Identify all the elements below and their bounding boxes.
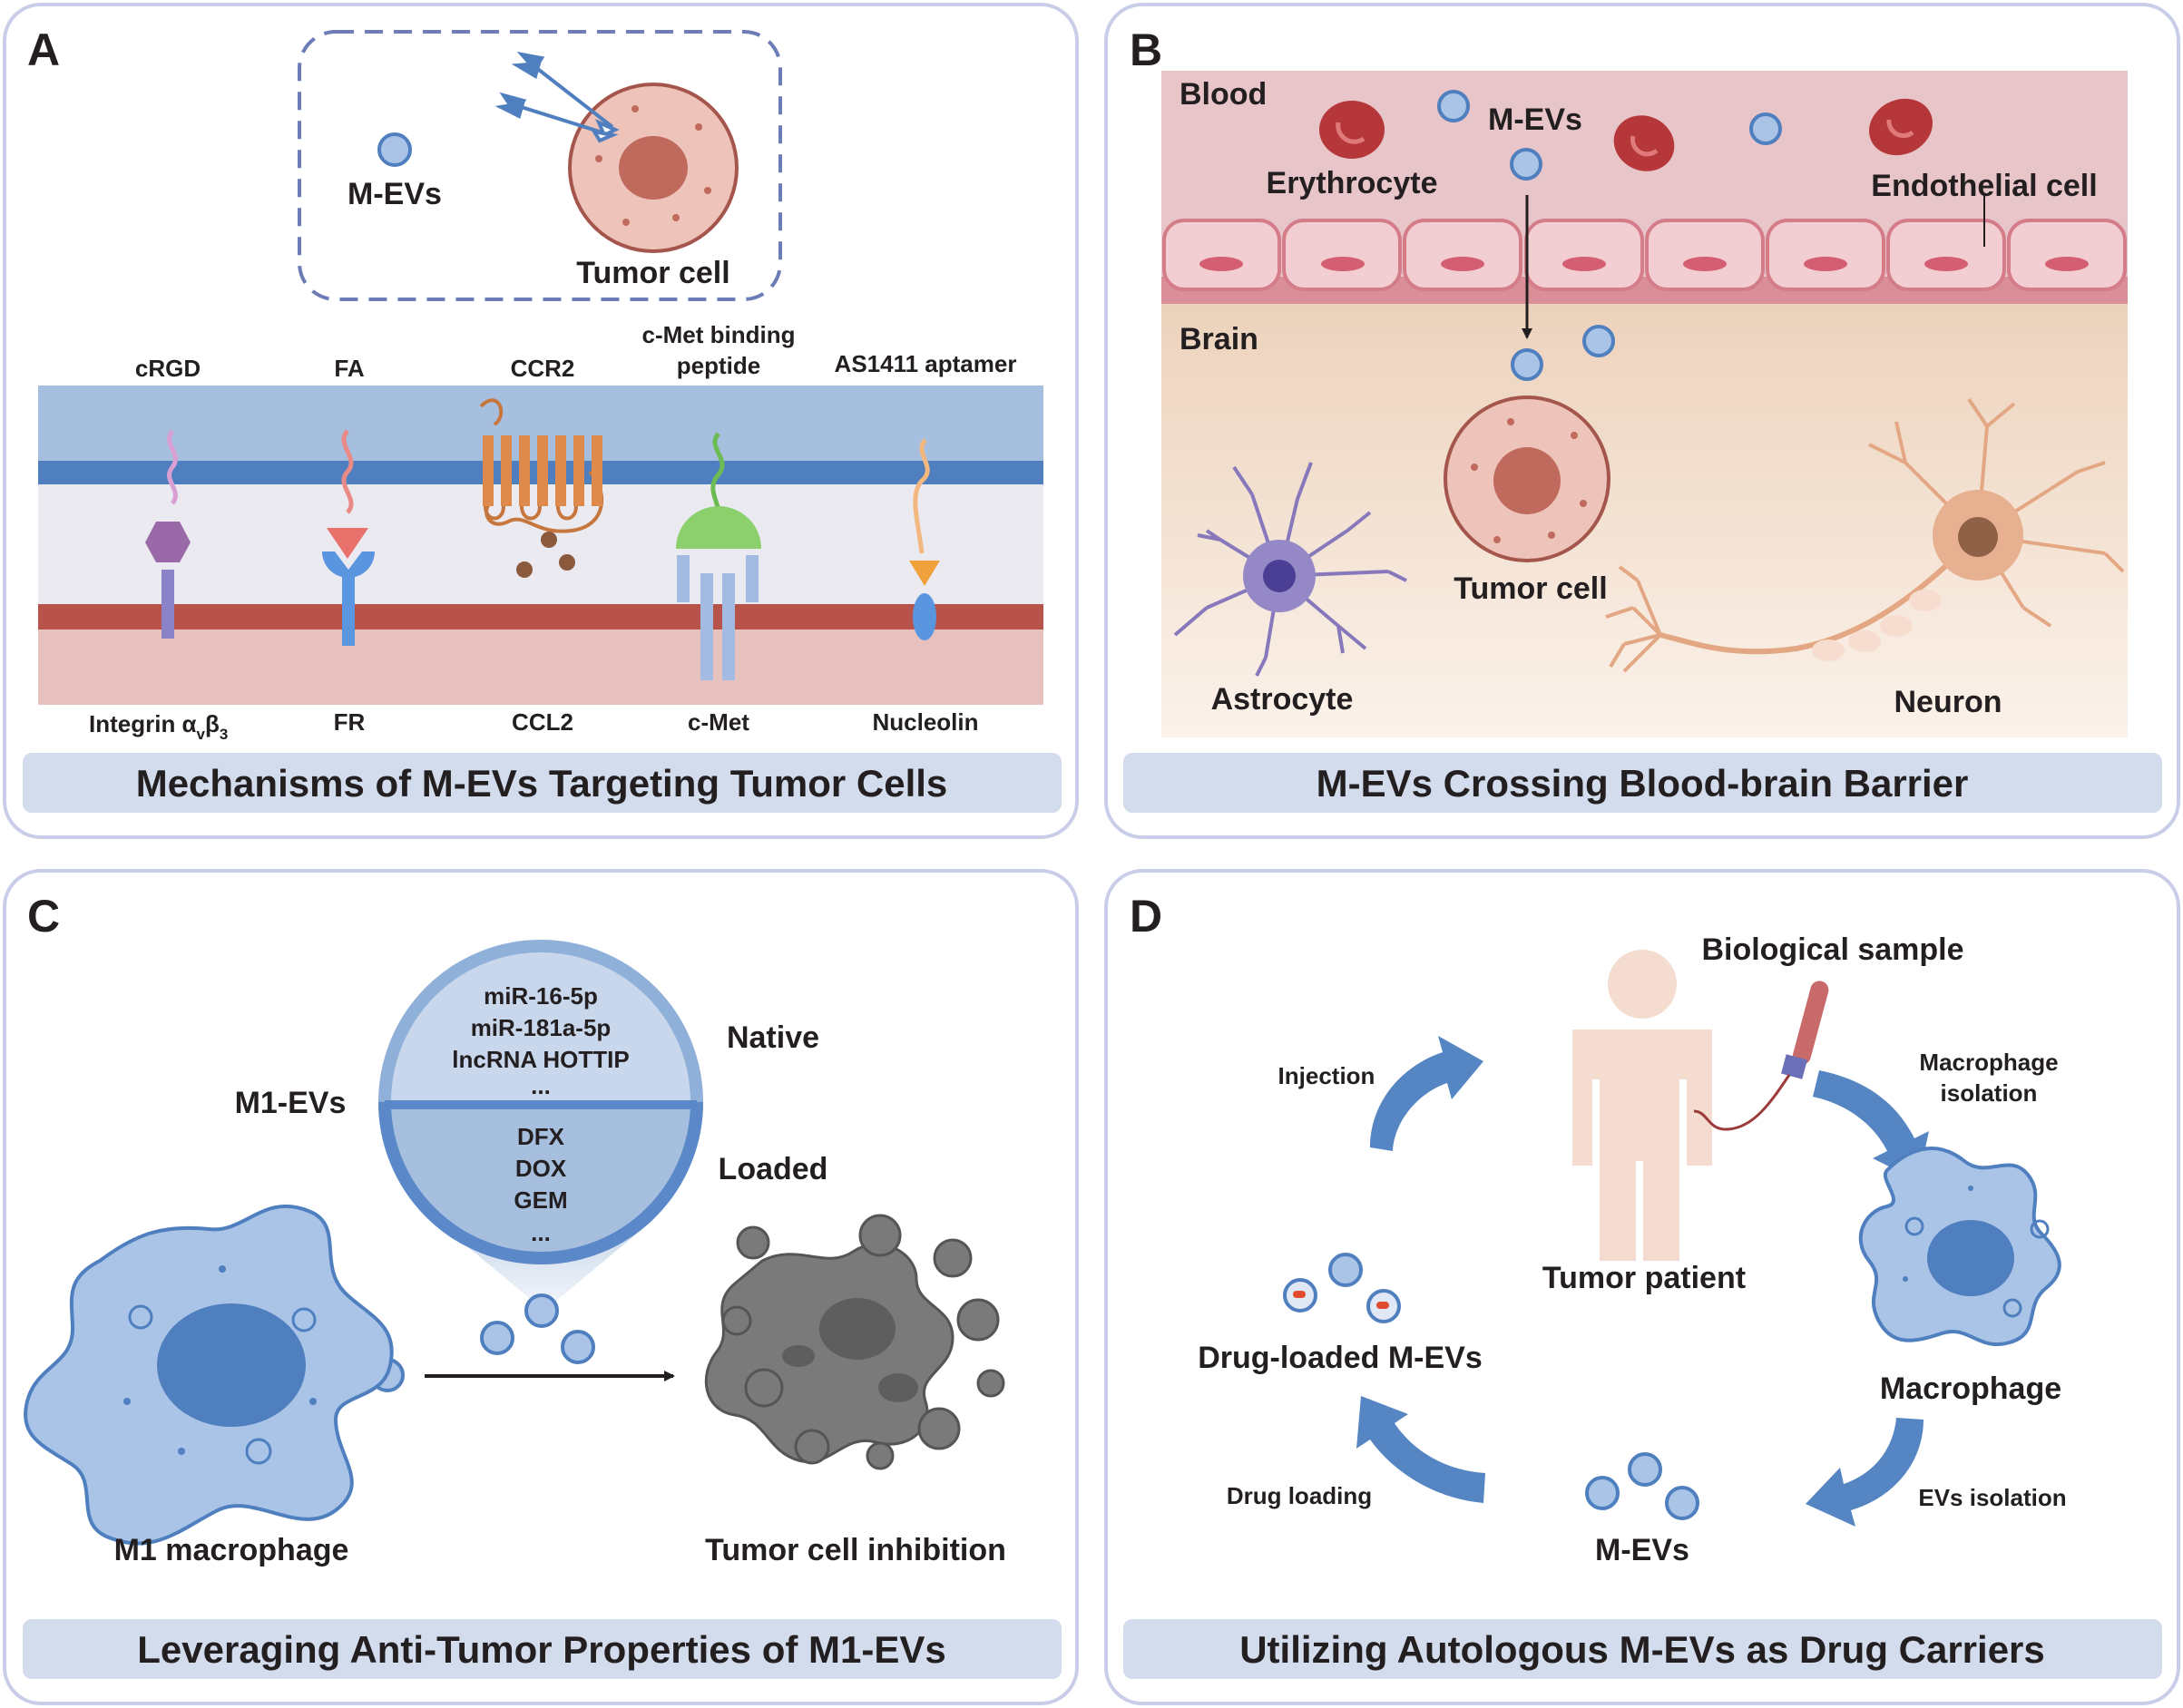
panel-c-title: Leveraging Anti-Tumor Properties of M1-E…: [137, 1628, 945, 1671]
label-peptide: peptide: [677, 352, 760, 379]
ccl2-ligands: [516, 532, 575, 578]
tumor-cell: [568, 83, 739, 253]
label-blood: Blood: [1180, 77, 1267, 112]
membrane-diagram: [38, 386, 1043, 705]
endothelial-nuclei: [1199, 257, 2089, 271]
label-ccl2: CCL2: [512, 708, 573, 736]
label-drug-loaded: Drug-loaded M-EVs: [1198, 1341, 1483, 1375]
label-b-tumor-cell: Tumor cell: [1454, 571, 1607, 606]
label-crgd: cRGD: [135, 355, 201, 382]
label-brain: Brain: [1180, 322, 1258, 356]
integrin-receptor: [145, 429, 191, 639]
loaded-item-3: GEM: [514, 1186, 567, 1214]
drug-loaded-evs: [1283, 1253, 1401, 1323]
loaded-item-1: DFX: [517, 1123, 565, 1150]
tumor-patient-icon: [1572, 950, 1712, 1261]
panel-c-letter: C: [27, 891, 60, 942]
endothelial-layer: [1162, 219, 2127, 291]
panel-d: D Biological sample Tumor patient Inject…: [1104, 869, 2180, 1705]
native-item-1: miR-16-5p: [484, 982, 598, 1010]
label-ccr2: CCR2: [511, 355, 575, 382]
m-ev-particle: [377, 132, 412, 167]
folate-receptor: [322, 429, 375, 646]
panel-d-frame: [1104, 869, 2180, 1705]
label-astrocyte: Astrocyte: [1211, 682, 1354, 717]
native-item-2: miR-181a-5p: [471, 1014, 612, 1041]
panel-b-title: M-EVs Crossing Blood-brain Barrier: [1317, 762, 1969, 805]
label-native: Native: [727, 1020, 819, 1055]
label-as1411: AS1411 aptamer: [835, 350, 1017, 377]
nucleolin-receptor: [909, 438, 940, 640]
panel-a: A M-EVs Tumor cell cRGD FA CCR2 c-Met bi…: [3, 3, 1079, 839]
label-b-m-evs: M-EVs: [1488, 102, 1582, 137]
panel-c: C miR-16-5p miR-181a-5p lncRNA HOTTIP ..…: [3, 869, 1079, 1705]
label-d-m-evs: M-EVs: [1595, 1533, 1689, 1567]
panel-b: B Blood M-EVs Erythrocyte: [1104, 3, 2180, 839]
panel-b-letter: B: [1130, 24, 1162, 75]
label-evs-isolation: EVs isolation: [1918, 1484, 2066, 1511]
label-erythrocyte: Erythrocyte: [1267, 166, 1438, 200]
label-cmet: c-Met: [688, 708, 749, 736]
label-loaded: Loaded: [719, 1152, 828, 1186]
dashed-callout-box: [298, 30, 782, 301]
label-m1-macrophage: M1 macrophage: [114, 1533, 349, 1567]
native-item-4: ...: [531, 1072, 551, 1099]
panel-d-title: Utilizing Autologous M-EVs as Drug Carri…: [1239, 1628, 2045, 1671]
blood-m-evs: [1437, 90, 1782, 381]
label-tumor-patient: Tumor patient: [1542, 1261, 1746, 1295]
panel-a-title-bar: [23, 753, 1062, 813]
label-nucleolin: Nucleolin: [872, 708, 978, 736]
native-item-3: lncRNA HOTTIP: [452, 1046, 629, 1073]
cmet-receptor: [676, 432, 761, 680]
label-biological-sample: Biological sample: [1701, 932, 1963, 967]
label-mac-isolation-2: isolation: [1941, 1079, 2038, 1107]
m1-macrophage-icon: [24, 1204, 394, 1546]
brain-tumor-cell: [1444, 395, 1610, 562]
label-mac-isolation-1: Macrophage: [1919, 1049, 2058, 1076]
erythrocytes: [1319, 98, 1933, 171]
cycle-arrows: [1356, 1036, 1929, 1527]
panel-c-title-bar: [23, 1619, 1062, 1679]
label-d-macrophage: Macrophage: [1880, 1371, 2061, 1406]
tumor-inhibition-dots: [782, 1298, 918, 1402]
label-m1-evs: M1-EVs: [235, 1086, 347, 1120]
label-fa: FA: [334, 355, 364, 382]
label-integrin: Integrin αvβ3: [89, 710, 228, 743]
label-tumor-cell: Tumor cell: [576, 256, 729, 290]
ccr2-receptor: [479, 398, 603, 533]
panel-b-title-bar: [1123, 753, 2162, 813]
astrocyte-icon: [1173, 462, 1407, 677]
targeting-arrows-icon: [494, 52, 620, 143]
label-neuron: Neuron: [1894, 685, 2002, 719]
d-m-evs-particles: [1585, 1452, 1699, 1520]
d-macrophage-icon: [1858, 1147, 2061, 1346]
loaded-item-4: ...: [531, 1219, 551, 1246]
neuron-icon: [1605, 397, 2125, 673]
panel-a-letter: A: [27, 24, 60, 75]
panel-d-letter: D: [1130, 891, 1162, 942]
myelin-sheath: [1812, 590, 1942, 661]
loaded-item-2: DOX: [515, 1155, 567, 1182]
label-fr: FR: [334, 708, 366, 736]
panel-d-title-bar: [1123, 1619, 2162, 1679]
label-m-evs: M-EVs: [348, 177, 442, 211]
label-tumor-inhibition: Tumor cell inhibition: [705, 1533, 1006, 1567]
label-drug-loading: Drug loading: [1227, 1482, 1372, 1509]
label-endothelial: Endothelial cell: [1871, 169, 2097, 203]
label-injection: Injection: [1278, 1062, 1375, 1089]
tumor-inhibition-icon: [704, 1214, 1005, 1470]
panel-a-title: Mechanisms of M-EVs Targeting Tumor Cell…: [136, 762, 948, 805]
sample-tube-icon: [1693, 981, 1829, 1131]
label-cmet-binding: c-Met binding: [642, 321, 796, 348]
